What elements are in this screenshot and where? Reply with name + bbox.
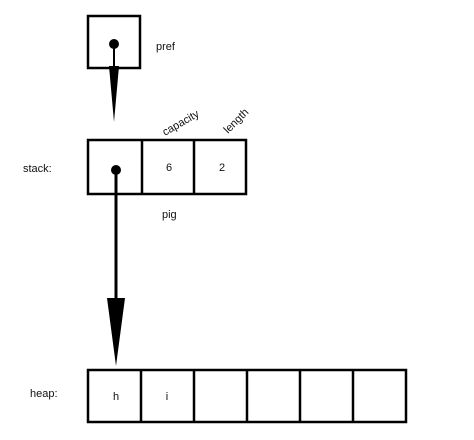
pref-label: pref	[156, 41, 176, 53]
stack-struct-box	[86, 138, 248, 196]
capacity-label: capacity	[161, 108, 202, 139]
capacity-value: 6	[166, 162, 172, 174]
pref-arrowhead	[109, 66, 119, 122]
length-label: length	[222, 106, 252, 136]
stack-variable-name: pig	[162, 209, 177, 221]
heap-arrowhead	[107, 298, 125, 366]
heap-label: heap:	[30, 388, 58, 400]
heap-cell-0: h	[113, 391, 119, 403]
heap-cell-1: i	[166, 391, 168, 403]
stack-label: stack:	[23, 163, 52, 175]
length-value: 2	[219, 162, 225, 174]
